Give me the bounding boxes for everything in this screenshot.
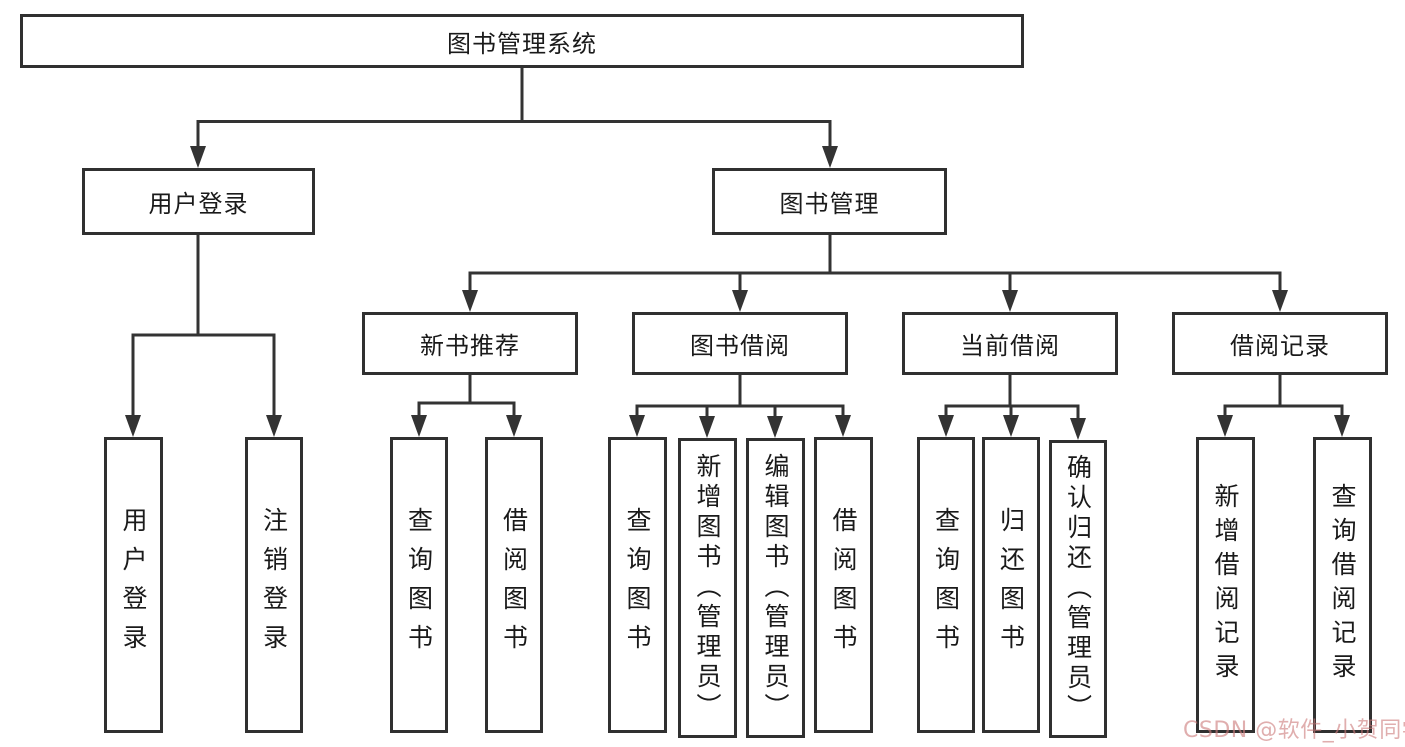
leaf-query-borrow-record: 查询借阅记录 <box>1313 437 1372 733</box>
leaf-user-login: 用户登录 <box>104 437 163 733</box>
node-book-borrow: 图书借阅 <box>632 312 848 375</box>
leaf-add-books-admin: 新增图书（管理员） <box>678 438 737 738</box>
node-current-borrow: 当前借阅 <box>902 312 1118 375</box>
connector-edges <box>131 68 1344 422</box>
node-borrow-records: 借阅记录 <box>1172 312 1388 375</box>
node-library-system: 图书管理系统 <box>20 14 1024 68</box>
watermark-text: CSDN @软件_小贺同学 <box>1183 718 1405 743</box>
arrow-down-icons <box>125 146 1350 440</box>
leaf-confirm-return-admin: 确认归还（管理员） <box>1049 440 1107 738</box>
leaf-query-books-borrow: 查询图书 <box>608 437 667 733</box>
leaf-return-books: 归还图书 <box>982 437 1040 733</box>
leaf-borrow-books-recommend: 借阅图书 <box>485 437 543 733</box>
node-user-login: 用户登录 <box>82 168 315 235</box>
leaf-query-books-current: 查询图书 <box>917 437 975 733</box>
leaf-logout-login: 注销登录 <box>245 437 303 733</box>
leaf-borrow-books: 借阅图书 <box>814 437 873 733</box>
leaf-edit-books-admin: 编辑图书（管理员） <box>746 438 805 738</box>
leaf-query-books-recommend: 查询图书 <box>390 437 448 733</box>
leaf-add-borrow-record: 新增借阅记录 <box>1196 437 1255 733</box>
node-new-book-recommend: 新书推荐 <box>362 312 578 375</box>
node-book-management: 图书管理 <box>712 168 947 235</box>
